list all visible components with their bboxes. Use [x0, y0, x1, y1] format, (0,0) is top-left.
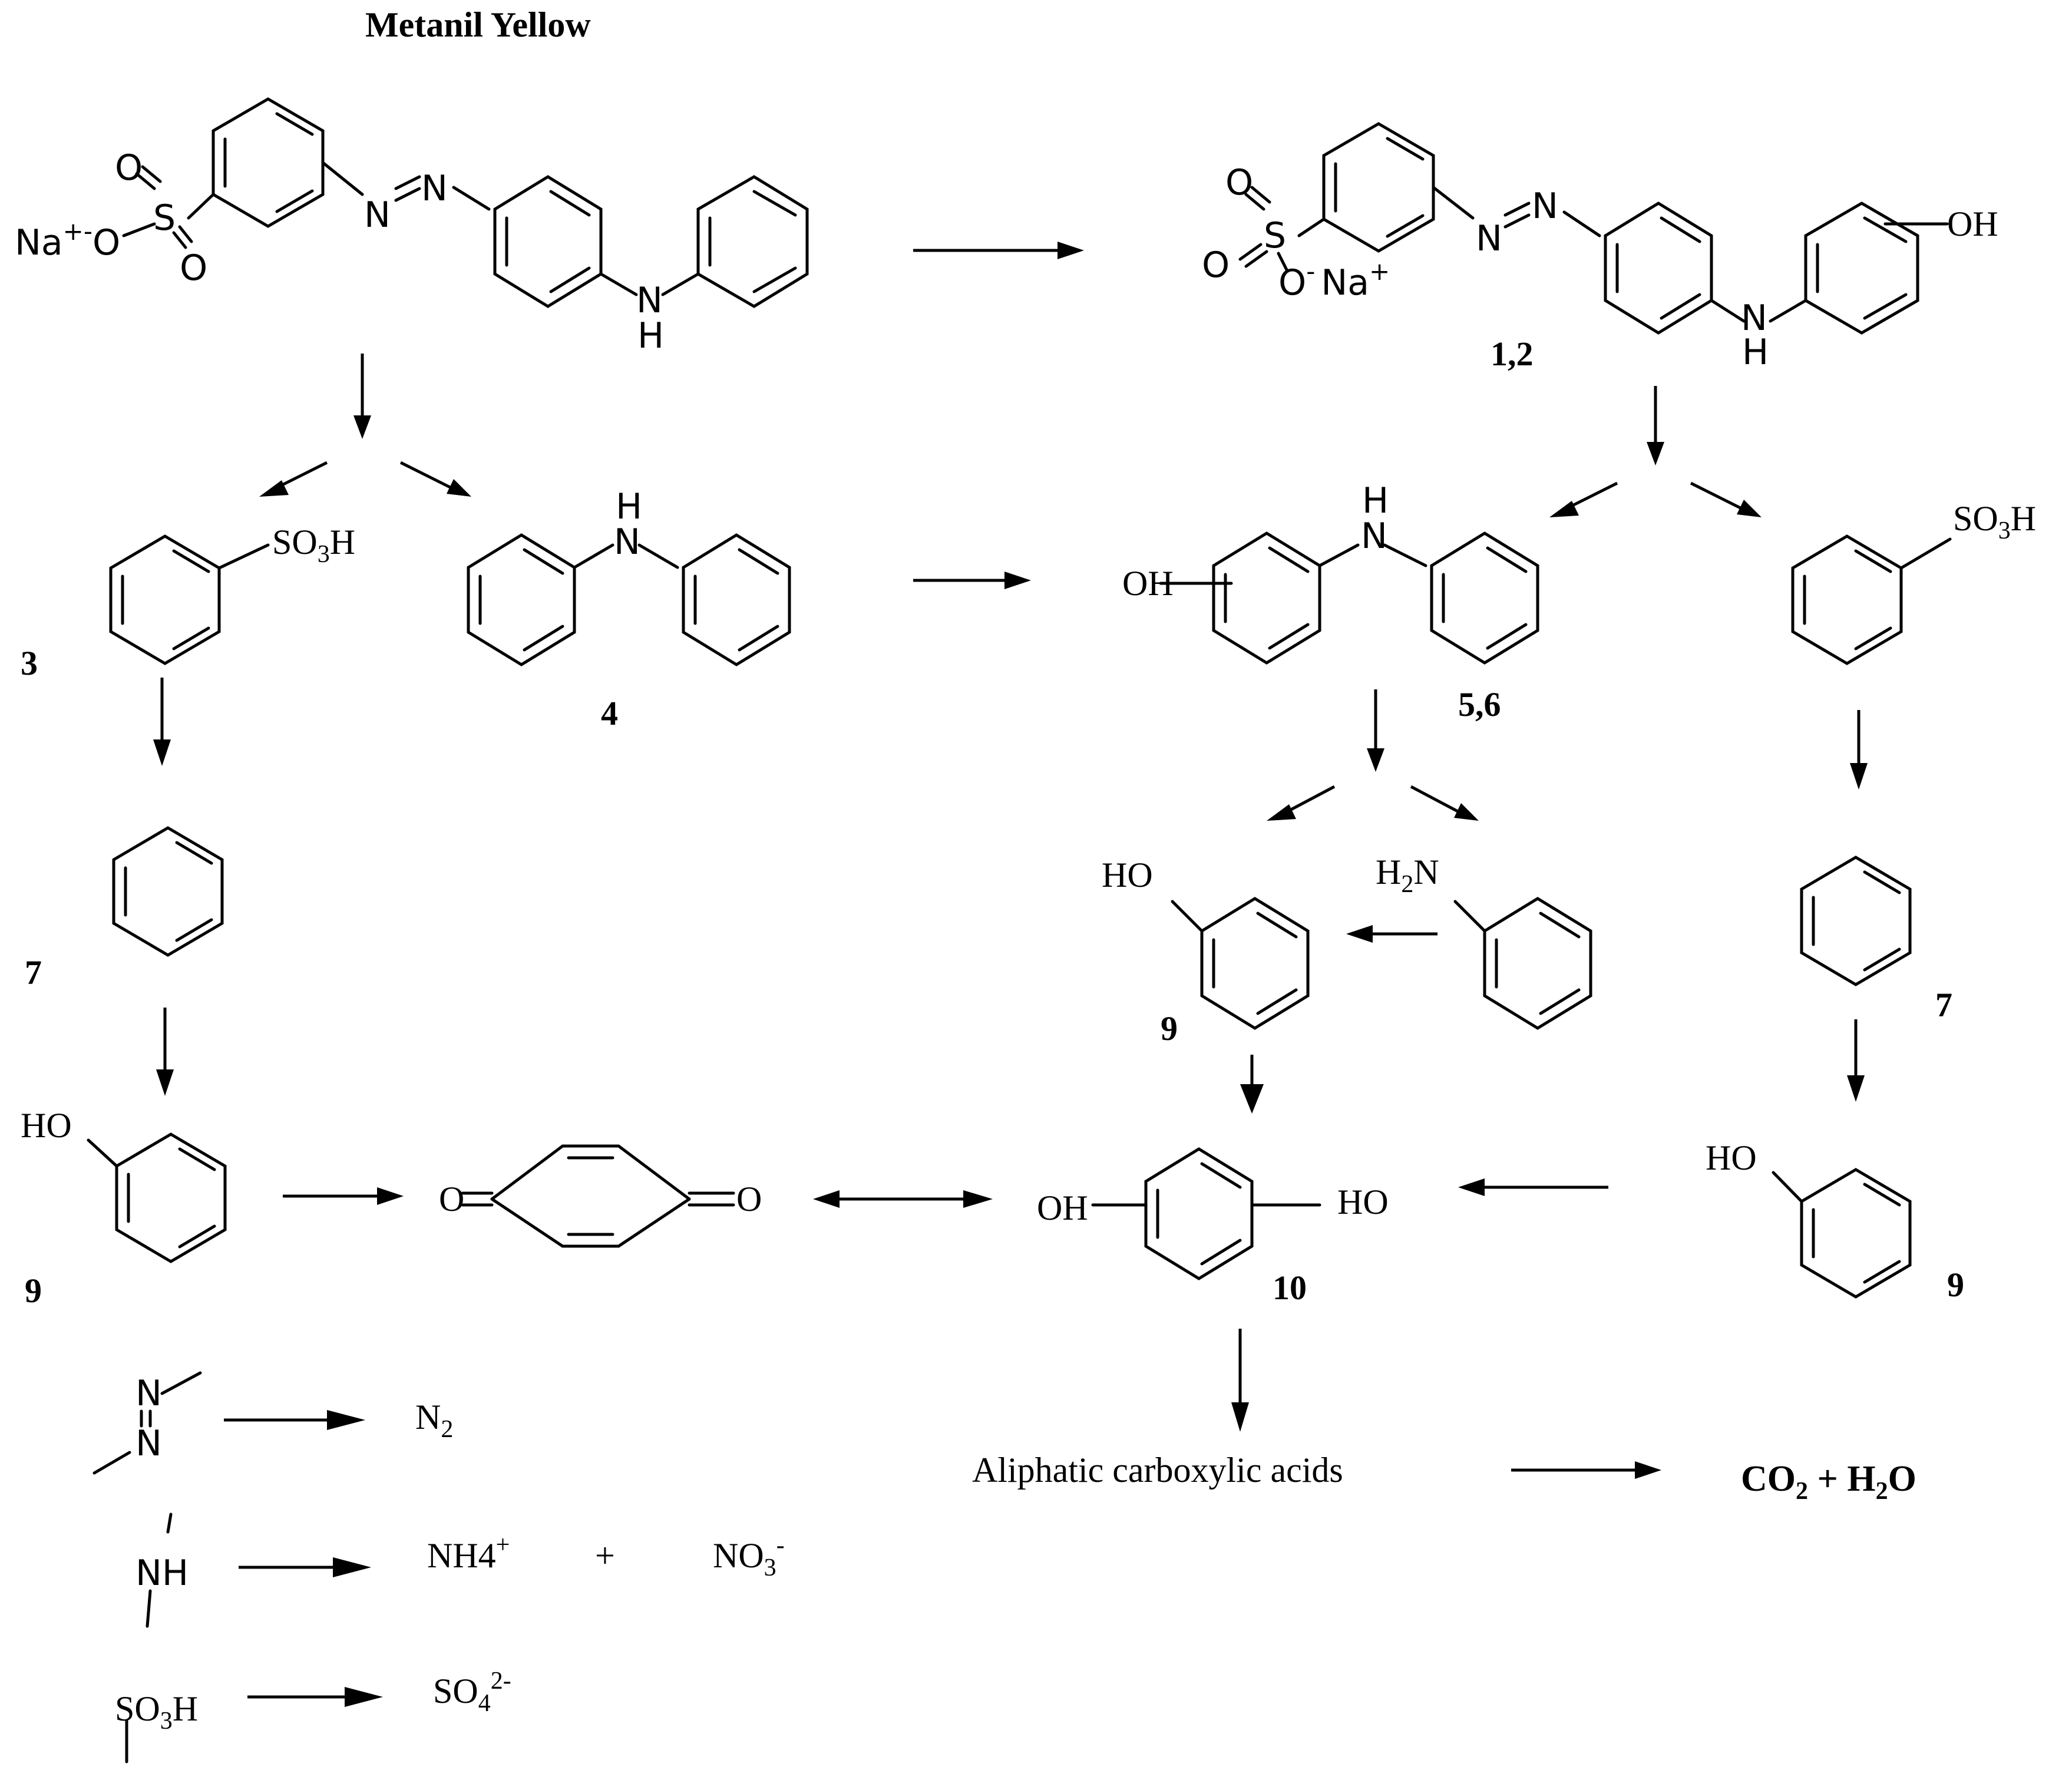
svg-text:O: O: [736, 1180, 762, 1218]
svg-text:N: N: [1361, 516, 1387, 557]
svg-text:N: N: [364, 194, 391, 236]
svg-text:SO3H: SO3H: [1953, 499, 2036, 544]
compound-9-right-structure: HO: [1706, 1138, 1912, 1299]
label-compound-9-right: 9: [1947, 1266, 1964, 1304]
label-compound-9-mid: 9: [1161, 1009, 1178, 1048]
product-aliphatic-acids: Aliphatic carboxylic acids: [972, 1451, 1343, 1490]
svg-text:N: N: [421, 168, 448, 209]
product-plus: +: [595, 1536, 615, 1575]
product-no3: NO3-: [713, 1532, 785, 1581]
svg-text:O: O: [1202, 245, 1230, 286]
svg-text:SO3H: SO3H: [115, 1689, 198, 1735]
compound-3-structure: SO3H: [109, 523, 355, 665]
benzoquinone-structure: O O: [439, 1144, 762, 1248]
svg-text:O: O: [439, 1180, 464, 1218]
svg-text:HO: HO: [1706, 1138, 1757, 1177]
svg-text:OH: OH: [1122, 564, 1174, 603]
svg-text:H: H: [616, 486, 642, 527]
svg-text:O: O: [115, 147, 143, 189]
svg-text:O: O: [1225, 162, 1253, 203]
aniline-structure: H2N: [1376, 853, 1592, 1030]
label-compound-10: 10: [1273, 1269, 1307, 1307]
label-compound-4: 4: [601, 694, 618, 732]
svg-text:H: H: [637, 315, 664, 356]
svg-text:N: N: [1532, 186, 1558, 227]
svg-text:N: N: [136, 1373, 162, 1414]
svg-text:NH: NH: [136, 1553, 189, 1594]
svg-text:H2N: H2N: [1376, 853, 1439, 898]
label-compound-7-right: 7: [1935, 986, 1952, 1024]
label-compound-9-left: 9: [25, 1272, 42, 1310]
nh-fragment: NH: [136, 1513, 189, 1628]
svg-text:H: H: [1742, 332, 1769, 373]
reaction-arrows: [153, 242, 1868, 1707]
label-compound-3: 3: [21, 644, 38, 682]
svg-text:HO: HO: [21, 1106, 72, 1145]
svg-text:N: N: [136, 1423, 162, 1464]
svg-text:N: N: [614, 521, 640, 563]
label-compound-1-2: 1,2: [1491, 335, 1534, 373]
svg-text:SO3H: SO3H: [272, 523, 355, 568]
svg-text:H: H: [1362, 480, 1389, 521]
label-compound-5-6: 5,6: [1458, 685, 1501, 724]
compound-9-mid-structure: HO: [1102, 856, 1310, 1030]
product-so4: SO42-: [433, 1667, 511, 1717]
svg-text:N: N: [1741, 298, 1767, 339]
product-co2-h2o: CO2 + H2O: [1741, 1459, 1916, 1505]
svg-text:HO: HO: [1102, 856, 1153, 894]
product-nh4: NH4+: [427, 1531, 510, 1575]
compound-4-structure: H N: [467, 486, 791, 666]
svg-text:Na+-O: Na+-O: [15, 217, 120, 263]
label-compound-7-left: 7: [25, 953, 42, 992]
svg-text:N: N: [636, 280, 663, 321]
svg-text:S: S: [1264, 215, 1286, 256]
scheme-title: Metanil Yellow: [365, 5, 591, 44]
compound-7-left-structure: [112, 826, 224, 957]
svg-text:OH: OH: [1037, 1188, 1088, 1227]
compound-9-left-structure: HO: [21, 1106, 227, 1263]
svg-text:HO: HO: [1337, 1183, 1389, 1221]
svg-text:S: S: [153, 197, 176, 239]
svg-text:O: O: [180, 247, 207, 289]
azo-fragment: N N: [92, 1371, 202, 1475]
product-n2: N2: [415, 1398, 453, 1443]
svg-text:OH: OH: [1947, 204, 1998, 243]
compound-10-structure: OH HO: [1037, 1147, 1389, 1280]
so3h-fragment: SO3H: [115, 1689, 198, 1764]
metanil-yellow-structure: Na+-O O S O N N N H: [15, 97, 809, 356]
compound-1-2-structure: OH O S O O-Na+ N N N H: [1202, 122, 1998, 373]
svg-text:N: N: [1476, 218, 1502, 259]
compound-7-right-structure: [1800, 856, 1912, 986]
svg-text:O-Na+: O-Na+: [1278, 257, 1390, 303]
benzenesulfonic-acid-right-structure: SO3H: [1791, 499, 2036, 665]
compound-5-6-structure: OH H N: [1122, 480, 1539, 665]
